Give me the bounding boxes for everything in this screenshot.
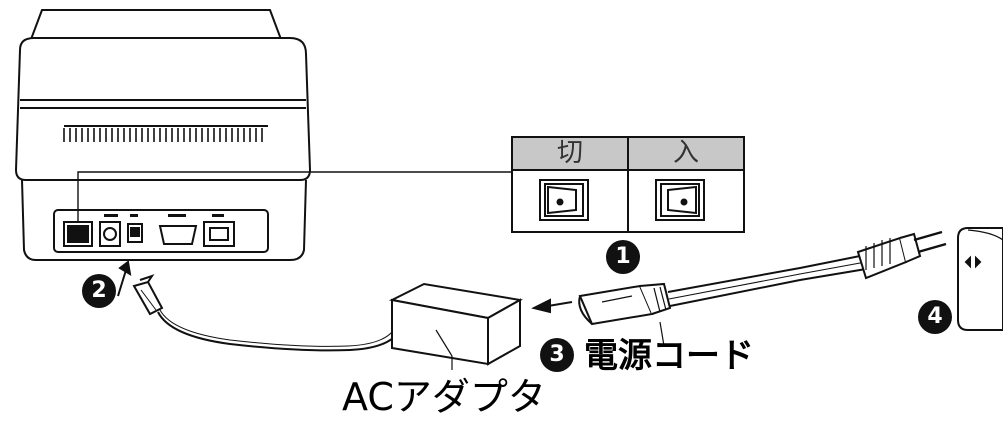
wall-outlet-icon [957,227,1003,331]
switch-on-label: 入 [672,138,699,168]
printer-rear-icon [14,9,312,261]
step-1-badge: 1 [606,240,640,274]
diagram-art [14,9,1003,370]
power-switch-on-icon [655,179,705,221]
switch-off-label: 切 [556,138,583,168]
step-2-badge: 2 [82,274,116,308]
power-switch-off-icon [539,179,589,221]
ac-adapter-icon [388,282,523,370]
power-cord-plug-icon [578,282,672,326]
dc-plug-icon [132,274,164,316]
switch-state-table [511,136,745,233]
power-plug-icon [856,230,947,280]
power-cord-label: 電源コード [584,336,754,376]
step-3-badge: 3 [540,338,574,372]
power-connection-diagram: 切 入 1 2 3 4 電源コード ACアダプタ [14,9,1003,419]
step-4-badge: 4 [918,300,952,334]
ac-adapter-label: ACアダプタ [342,375,546,419]
